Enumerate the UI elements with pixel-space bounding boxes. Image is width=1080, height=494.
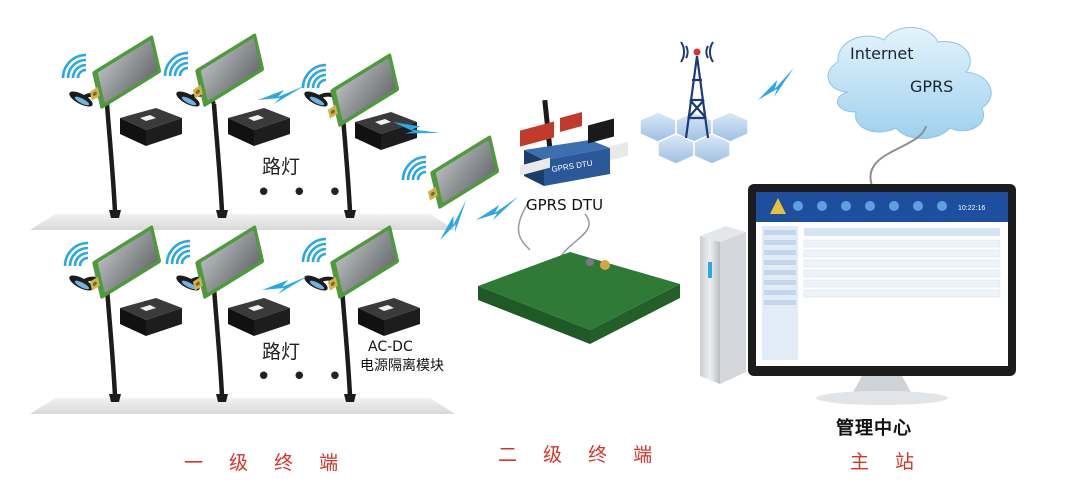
street-light-label-top: 路灯 [262, 156, 301, 178]
radio-module-icon [189, 224, 265, 304]
street-light-group-top [61, 32, 417, 218]
wifi-signal-icon [163, 51, 190, 78]
wireless-link-icon [473, 196, 522, 224]
ellipsis-bottom: • • • [256, 362, 349, 392]
gprs-dtu-device: GPRS DTU [517, 99, 610, 259]
wifi-signal-icon [301, 63, 328, 90]
monitor: 10:22:16 [748, 184, 1016, 405]
wifi-signal-icon [401, 155, 428, 182]
radio-module-icon [324, 224, 400, 304]
acdc-label-line2: 电源隔离模块 [360, 358, 444, 374]
acdc-label-line1: AC-DC [368, 339, 413, 355]
ground-strip-bottom [30, 398, 455, 414]
main-station-label: 主 站 [850, 451, 925, 473]
tier1-label: 一 级 终 端 [184, 452, 349, 474]
wifi-signal-icon [61, 53, 88, 80]
radio-module-icon [86, 34, 162, 114]
monitor-clock: 10:22:16 [958, 205, 985, 212]
wifi-signal-icon [63, 241, 90, 268]
radio-module-icon [86, 224, 162, 304]
wifi-signal-icon [165, 239, 192, 266]
ellipsis-top: • • • [256, 178, 349, 208]
street-light-label-bottom: 路灯 [262, 341, 301, 363]
management-center-label: 管理中心 [836, 418, 912, 439]
gprs-cloud-label: GPRS [910, 77, 954, 96]
wireless-link-icon [258, 86, 304, 104]
street-lamp-icon [67, 88, 121, 218]
acdc-module-icon [120, 108, 182, 146]
acdc-module-icon [358, 298, 420, 336]
radio-module-icon [189, 32, 265, 112]
acdc-module-icon [355, 112, 417, 150]
tier2-label: 二 级 终 端 [498, 444, 663, 466]
acdc-module-icon [120, 298, 182, 336]
wifi-signal-icon [301, 237, 328, 264]
cell-tower [639, 41, 749, 165]
controller-board [478, 112, 680, 344]
acdc-module-icon [228, 298, 290, 336]
gprs-dtu-label: GPRS DTU [526, 196, 604, 214]
relay-radio-module-icon [424, 134, 500, 214]
street-lamp-icon [174, 88, 228, 218]
street-light-group-bottom [63, 224, 420, 402]
internet-cloud [827, 27, 992, 139]
internet-label: Internet [850, 44, 914, 63]
street-lamp-icon [174, 272, 228, 402]
wireless-link-icon [752, 67, 802, 104]
computer-tower [700, 226, 746, 384]
wireless-link-icon [262, 276, 308, 294]
acdc-module-icon [228, 108, 290, 146]
